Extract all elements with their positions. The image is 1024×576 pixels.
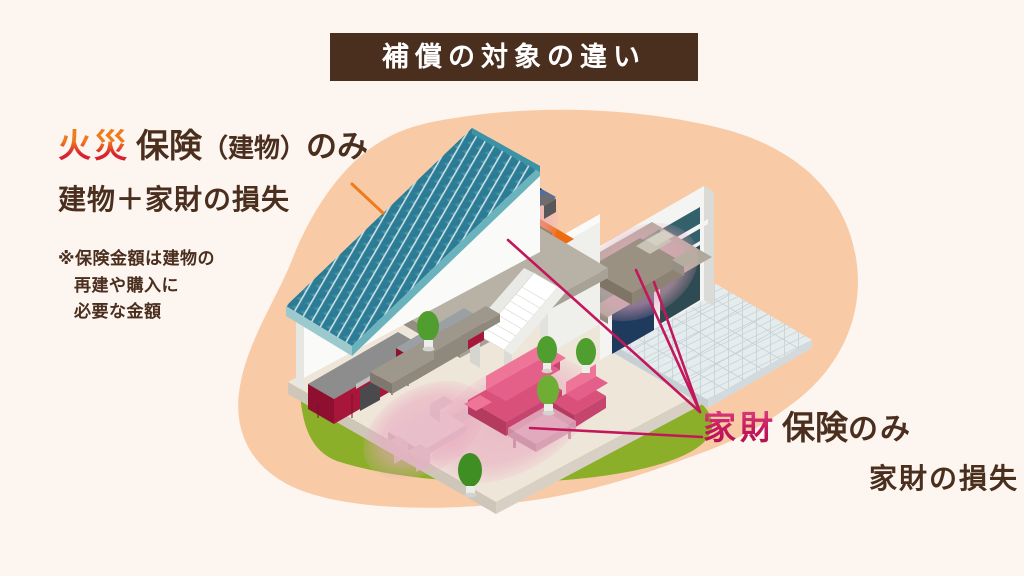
plant-front-yard <box>458 453 482 498</box>
plant-living-1 <box>417 311 439 352</box>
plant-near-stairs <box>576 338 596 373</box>
plant-living-3 <box>537 375 559 416</box>
fire-building-paren: （建物） <box>202 134 307 164</box>
kasai-leader-line <box>350 182 385 215</box>
page-title: 補償の対象の違い <box>382 41 646 73</box>
note-line-1: ※保険金額は建物の <box>58 249 216 270</box>
fire-insurance-subheading: 建物＋家財の損失 <box>58 183 291 217</box>
fire-insurance-note: ※保険金額は建物の 再建や購入に 必要な金額 <box>58 246 458 325</box>
plant-living-2 <box>537 336 557 374</box>
kitchen-island <box>370 306 500 394</box>
contents-only-suffix: のみ <box>848 412 912 447</box>
fire-insurance-callout: 火災 保険 （建物） のみ 建物＋家財の損失 ※保険金額は建物の 再建や購入に … <box>58 126 458 325</box>
dining-set <box>384 396 476 472</box>
fire-accent-text: 火災 <box>58 127 136 164</box>
fire-insurance-heading: 火災 保険 （建物） のみ <box>58 126 458 165</box>
roof <box>286 128 540 356</box>
fire-only-suffix: のみ <box>306 129 369 165</box>
contents-insurance-callout: 家財 保険 のみ 家財の損失 <box>703 408 1023 497</box>
note-line-3: 必要な金額 <box>74 301 162 322</box>
note-line-2: 再建や購入に <box>74 275 179 296</box>
fire-insurance-word: 保険 <box>136 126 202 165</box>
kazai-leader-lines <box>506 238 704 439</box>
contents-insurance-heading: 家財 保険 のみ <box>703 408 1023 447</box>
contents-insurance-word: 保険 <box>782 408 848 447</box>
contents-insurance-subheading: 家財の損失 <box>868 461 1019 495</box>
page-title-band: 補償の対象の違い <box>330 33 698 81</box>
contents-accent-text: 家財 <box>703 410 782 446</box>
